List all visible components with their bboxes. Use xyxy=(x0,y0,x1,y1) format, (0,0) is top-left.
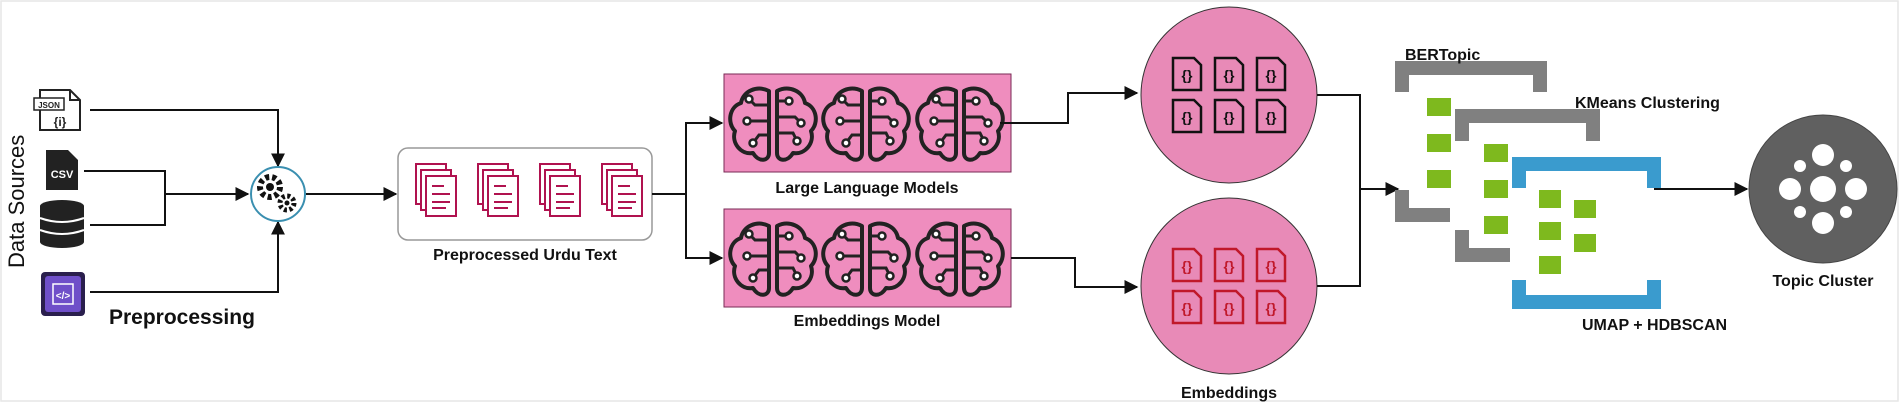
clustering-stack xyxy=(1395,61,1661,309)
preprocessing-label: Preprocessing xyxy=(109,306,255,329)
json-object-icon: {} xyxy=(1213,98,1245,134)
csv-file-icon: CSV xyxy=(46,150,78,190)
document-stack-icon xyxy=(477,163,519,217)
json-object-icon-text: {} xyxy=(1182,109,1193,125)
json-object-icon: {} xyxy=(1213,289,1245,325)
cluster-icon xyxy=(1779,144,1867,234)
json-object-icon-text: {} xyxy=(1182,67,1193,83)
json-object-icon: {} xyxy=(1171,247,1203,283)
json-object-icon: {} xyxy=(1171,56,1203,92)
llm-embeddings-circle xyxy=(1140,6,1318,184)
preprocessed-text-label: Preprocessed Urdu Text xyxy=(433,247,617,264)
json-object-icon: {} xyxy=(1255,247,1287,283)
json-object-icon-text: {} xyxy=(1182,258,1193,274)
json-braces-text: {i} xyxy=(54,115,67,129)
json-object-icon: {} xyxy=(1213,56,1245,92)
document-stack-icon xyxy=(539,163,581,217)
topic-cluster-label: Topic Cluster xyxy=(1772,273,1873,290)
split-connectors xyxy=(652,116,724,265)
umap-hdbscan-label: UMAP + HDBSCAN xyxy=(1582,317,1727,334)
embeddings-label: Embeddings xyxy=(1181,385,1277,402)
json-object-icon: {} xyxy=(1255,56,1287,92)
json-object-icon: {} xyxy=(1255,289,1287,325)
embeddings-model-label: Embeddings Model xyxy=(794,313,941,330)
json-object-icon-text: {} xyxy=(1266,67,1277,83)
json-object-icon-text: {} xyxy=(1266,300,1277,316)
source-connectors xyxy=(84,109,285,293)
json-object-icon: {} xyxy=(1213,247,1245,283)
json-file-icon: JSON {i} xyxy=(33,89,81,131)
json-object-icon-text: {} xyxy=(1266,258,1277,274)
json-object-icon-text: {} xyxy=(1182,300,1193,316)
json-object-icon: {} xyxy=(1255,98,1287,134)
bertopic-label: BERTopic xyxy=(1405,47,1480,64)
json-object-icon-text: {} xyxy=(1266,109,1277,125)
json-object-icon-text: {} xyxy=(1224,300,1235,316)
database-icon xyxy=(39,200,85,248)
llm-label: Large Language Models xyxy=(775,180,958,197)
api-icon: </> xyxy=(41,272,85,316)
json-icon-text: JSON xyxy=(38,101,60,110)
llm-embedding-icons: {} {} {} {} {} {} xyxy=(1171,56,1287,134)
document-stack-icon xyxy=(601,163,643,217)
api-icon-text: </> xyxy=(56,291,71,302)
embedding-to-cluster-connectors xyxy=(1317,94,1400,287)
json-object-icon: {} xyxy=(1171,98,1203,134)
kmeans-label: KMeans Clustering xyxy=(1575,95,1720,112)
document-stack-icon xyxy=(415,163,457,217)
gears-icon xyxy=(250,166,306,222)
json-object-icon: {} xyxy=(1171,289,1203,325)
json-object-icon-text: {} xyxy=(1224,109,1235,125)
csv-icon-text: CSV xyxy=(51,169,74,181)
model-to-embedding-connectors xyxy=(1000,86,1139,294)
data-sources-label: Data Sources xyxy=(4,135,29,268)
json-object-icon-text: {} xyxy=(1224,67,1235,83)
json-object-icon-text: {} xyxy=(1224,258,1235,274)
model-embeddings-circle xyxy=(1140,197,1318,375)
model-embedding-icons: {} {} {} {} {} {} xyxy=(1171,247,1287,325)
